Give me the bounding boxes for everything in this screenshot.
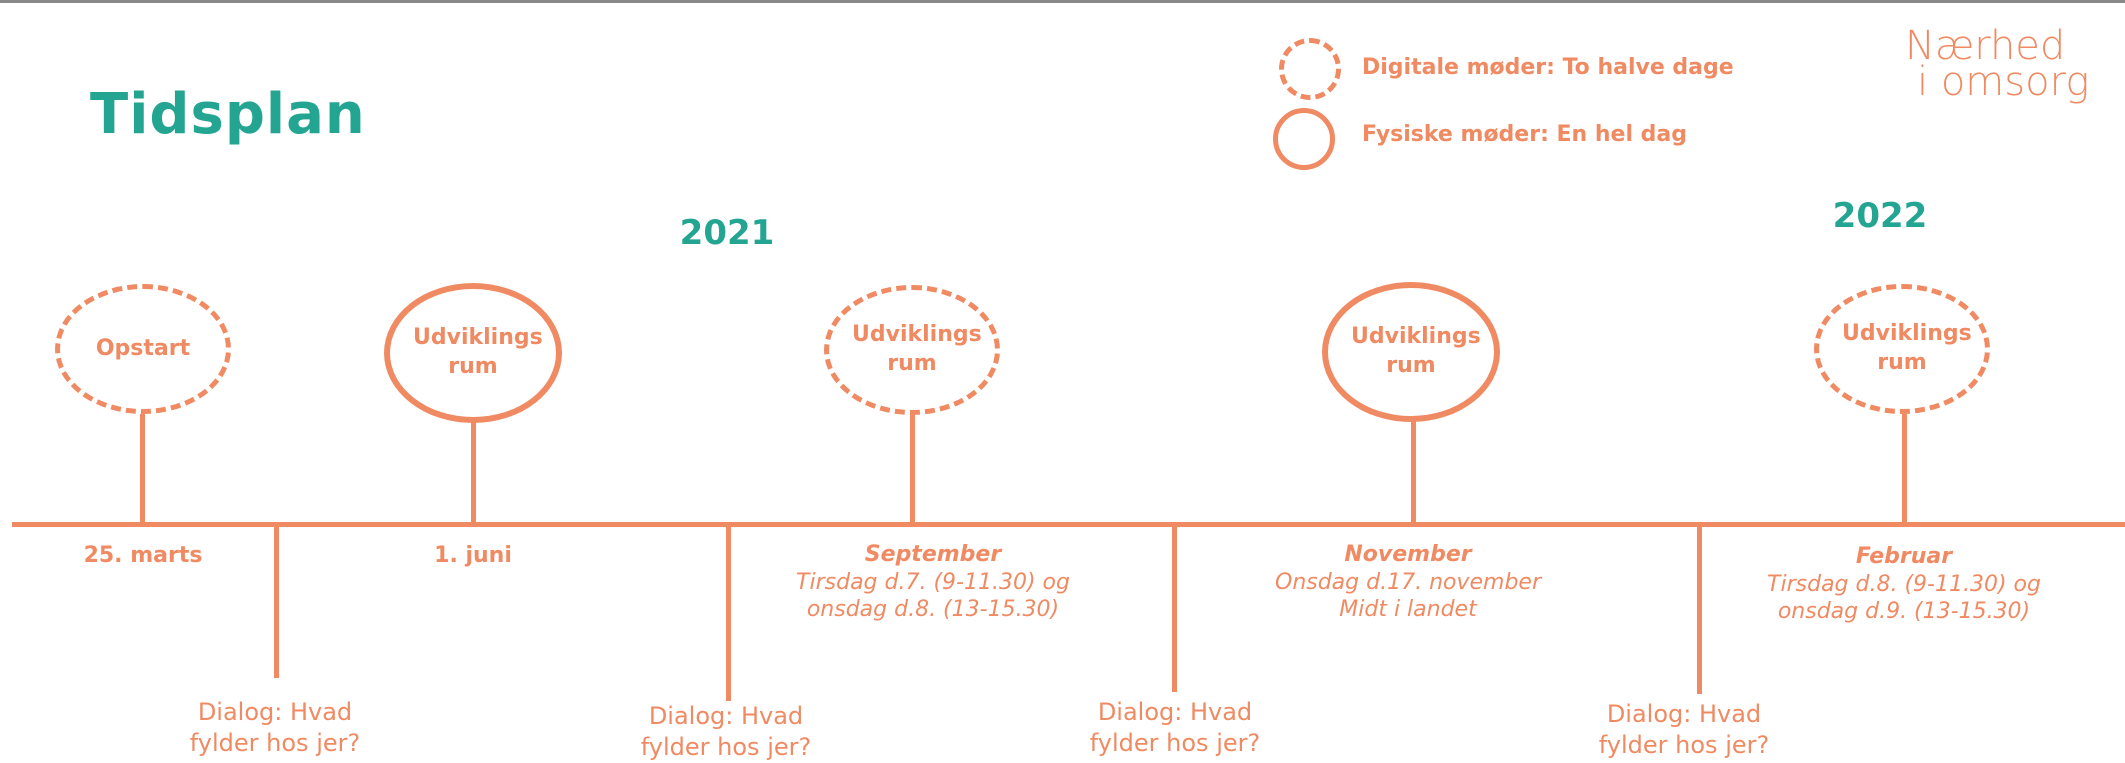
milestone-stem-2 [471, 420, 476, 524]
milestone-opstart-label: Opstart [95, 335, 191, 361]
milestone-5-label: Udviklings rum [1842, 321, 1972, 375]
milestone-date-4-title: November [1344, 542, 1472, 567]
top-divider [0, 0, 2125, 3]
milestone-date-5-line-1: Tirsdag d.8. (9-11.30) og [1767, 571, 2041, 597]
dialog-drop-2 [726, 526, 731, 701]
page-title: Tidsplan [90, 82, 366, 147]
milestone-stem-1 [140, 414, 145, 524]
dialog-drop-4 [1697, 526, 1702, 694]
milestone-date-5-line-2: onsdag d.9. (13-15.30) [1777, 599, 2031, 624]
dialog-label-4: Dialog: Hvad fylder hos jer? [1598, 700, 1770, 760]
milestone-date-2: 1. juni [434, 542, 512, 570]
year-2021: 2021 [679, 213, 775, 253]
milestone-stem-3 [910, 415, 915, 524]
dialog-drop-1 [274, 526, 279, 678]
legend-physical-icon [1273, 108, 1335, 170]
milestone-date-5-title: Februar [1855, 544, 1953, 569]
milestone-opstart: Opstart [55, 284, 231, 414]
dialog-drop-3 [1172, 526, 1177, 692]
dialog-label-3: Dialog: Hvad fylder hos jer? [1089, 698, 1261, 758]
logo-line-1: Nærhed [1905, 23, 2066, 69]
milestone-udviklingsrum-june: Udviklings rum [384, 283, 562, 423]
milestone-date-2-title: 1. juni [434, 543, 512, 568]
milestone-3-label: Udviklings rum [852, 322, 982, 376]
milestone-date-4: November Onsdag d.17. november Midt i la… [1275, 541, 1541, 624]
dialog-label-1: Dialog: Hvad fylder hos jer? [189, 698, 361, 758]
milestone-udviklingsrum-september: Udviklings rum [824, 285, 1000, 415]
year-2022: 2022 [1832, 196, 1928, 236]
milestone-stem-4 [1411, 420, 1416, 524]
milestone-date-3-title: September [864, 542, 1002, 567]
naerhed-logo: Nærhed i omsorg [1905, 23, 2090, 105]
logo-line-2: i omsorg [1917, 59, 2090, 105]
legend-physical-label: Fysiske møder: En hel dag [1362, 122, 1688, 147]
milestone-udviklingsrum-november: Udviklings rum [1322, 282, 1500, 422]
milestone-date-1-title: 25. marts [83, 543, 203, 568]
milestone-date-3-line-2: onsdag d.8. (13-15.30) [806, 597, 1060, 622]
milestone-date-1: 25. marts [84, 542, 203, 570]
timeline-axis [12, 522, 2125, 527]
milestone-date-5: Februar Tirsdag d.8. (9-11.30) og onsdag… [1767, 543, 2041, 626]
legend-digital-label: Digitale møder: To halve dage [1362, 55, 1734, 80]
milestone-date-3: September Tirsdag d.7. (9-11.30) og onsd… [796, 541, 1070, 624]
milestone-stem-5 [1902, 414, 1907, 524]
milestone-date-4-line-2: Midt i landet [1339, 597, 1477, 622]
milestone-4-label: Udviklings rum [1351, 324, 1481, 378]
milestone-date-4-line-1: Onsdag d.17. november [1275, 569, 1541, 595]
dialog-label-2: Dialog: Hvad fylder hos jer? [640, 702, 812, 762]
milestone-udviklingsrum-february: Udviklings rum [1814, 284, 1990, 414]
legend-digital-icon [1279, 38, 1341, 100]
milestone-date-3-line-1: Tirsdag d.7. (9-11.30) og [796, 569, 1070, 595]
milestone-2-label: Udviklings rum [413, 325, 543, 379]
